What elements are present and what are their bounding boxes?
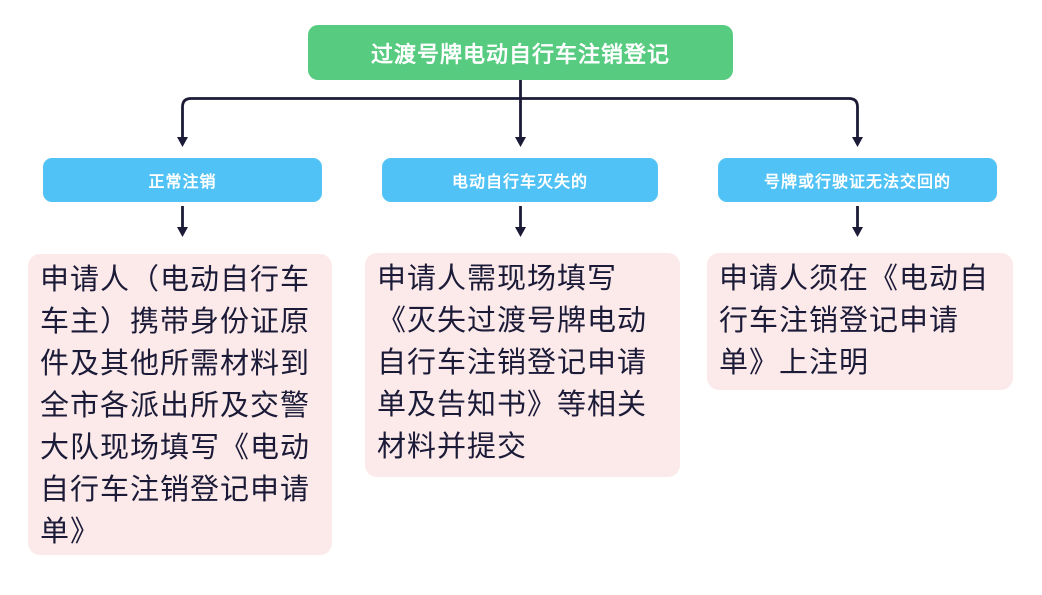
branch-node-label: 电动自行车灭失的	[451, 174, 588, 191]
arrowhead-action-2	[515, 227, 526, 237]
arrowhead-branch-1	[177, 137, 188, 147]
arrowhead-branch-2	[515, 137, 526, 147]
branch-node-label: 正常注销	[148, 174, 217, 191]
arrowhead-action-3	[852, 227, 863, 237]
action-node-plate-not-returnable: 申请人须在《电动自行车注销登记申请单》上注明	[707, 253, 1013, 390]
root-node: 过渡号牌电动自行车注销登记	[308, 25, 733, 80]
action-node-bike-lost: 申请人需现场填写《灭失过渡号牌电动自行车注销登记申请单及告知书》等相关材料并提交	[365, 253, 680, 477]
branch-node-normal-cancellation: 正常注销	[43, 158, 322, 202]
branch-node-bike-lost: 电动自行车灭失的	[382, 158, 658, 202]
arrowhead-branch-3	[852, 137, 863, 147]
connector-trunk	[181, 97, 859, 138]
branch-node-label: 号牌或行驶证无法交回的	[763, 174, 951, 191]
arrowhead-action-1	[177, 227, 188, 237]
branch-node-plate-not-returnable: 号牌或行驶证无法交回的	[718, 158, 997, 202]
action-node-normal-cancellation: 申请人（电动自行车车主）携带身份证原件及其他所需材料到全市各派出所及交警大队现场…	[28, 254, 332, 555]
root-node-label: 过渡号牌电动自行车注销登记	[370, 41, 670, 67]
